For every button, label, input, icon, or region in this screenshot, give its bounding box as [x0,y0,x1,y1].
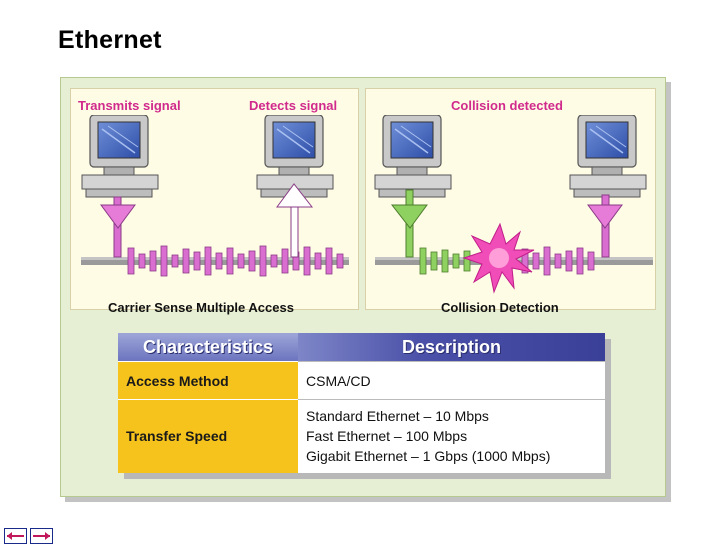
signal-pulse [452,253,460,269]
signal-pulse [336,253,344,269]
collision-detected-label: Collision detected [451,98,563,113]
signal-pulse [138,253,146,269]
gigabit-ethernet-speed: Gigabit Ethernet – 1 Gbps (1000 Mbps) [306,448,551,465]
csma-signal-pulses [127,245,344,277]
signal-pulse [543,246,551,276]
signal-pulse [204,246,212,276]
fast-ethernet-speed: Fast Ethernet – 100 Mbps [306,428,468,445]
signal-pulse [441,249,449,273]
signal-pulse [259,245,267,277]
table-row: Transfer Speed Standard Ethernet – 10 Mb… [118,399,605,473]
collision-computer-right-icon [569,115,647,198]
signal-pulse [325,247,333,275]
characteristics-header: Characteristics [118,333,298,362]
csma-caption: Carrier Sense Multiple Access [108,300,294,315]
collision-burst-icon [462,222,535,294]
collision-computer-left-icon [374,115,452,198]
signal-pulse [182,248,190,274]
signal-pulse [193,251,201,271]
detect-arrow-up-icon [276,183,314,258]
signal-pulse [463,250,471,272]
signal-pulse [532,252,540,270]
page-title: Ethernet [58,26,162,54]
signal-pulse [419,247,427,275]
signal-pulse [430,251,438,271]
signal-pulse [270,254,278,268]
signal-pulse [576,247,584,275]
signal-pulse [314,252,322,270]
description-header: Description [298,333,605,362]
signal-pulse [303,246,311,276]
collision-detection-caption: Collision Detection [441,300,559,315]
transmitting-computer-icon [81,115,159,198]
detects-signal-label: Detects signal [249,98,338,113]
signal-pulse [226,247,234,275]
signal-pulse [565,250,573,272]
transmit-arrow-down-icon [100,196,136,258]
signal-pulse [281,248,289,274]
collision-left-arrow-down-icon [390,189,428,258]
signal-pulse [521,248,529,274]
collision-right-arrow-down-icon [587,194,623,258]
csma-cable [81,257,349,265]
standard-ethernet-speed: Standard Ethernet – 10 Mbps [306,408,489,425]
collision-signal-pulses [419,246,595,276]
transmits-signal-label: Transmits signal [78,98,181,113]
transfer-speed-label: Transfer Speed [118,399,298,473]
table-row: Access Method CSMA/CD [118,361,605,400]
signal-pulse [160,245,168,277]
access-method-value: CSMA/CD [298,361,605,400]
nav-icon[interactable] [4,528,54,544]
signal-pulse [554,253,562,269]
access-method-label: Access Method [118,361,298,400]
signal-pulse [149,250,157,272]
characteristics-table: Characteristics Description Access Metho… [118,333,605,473]
signal-pulse [215,252,223,270]
transfer-speed-values: Standard Ethernet – 10 Mbps Fast Etherne… [298,399,605,473]
signal-pulse [587,251,595,271]
signal-pulse [248,250,256,272]
signal-pulse [171,254,179,268]
signal-pulse [127,247,135,275]
signal-pulse [237,253,245,269]
